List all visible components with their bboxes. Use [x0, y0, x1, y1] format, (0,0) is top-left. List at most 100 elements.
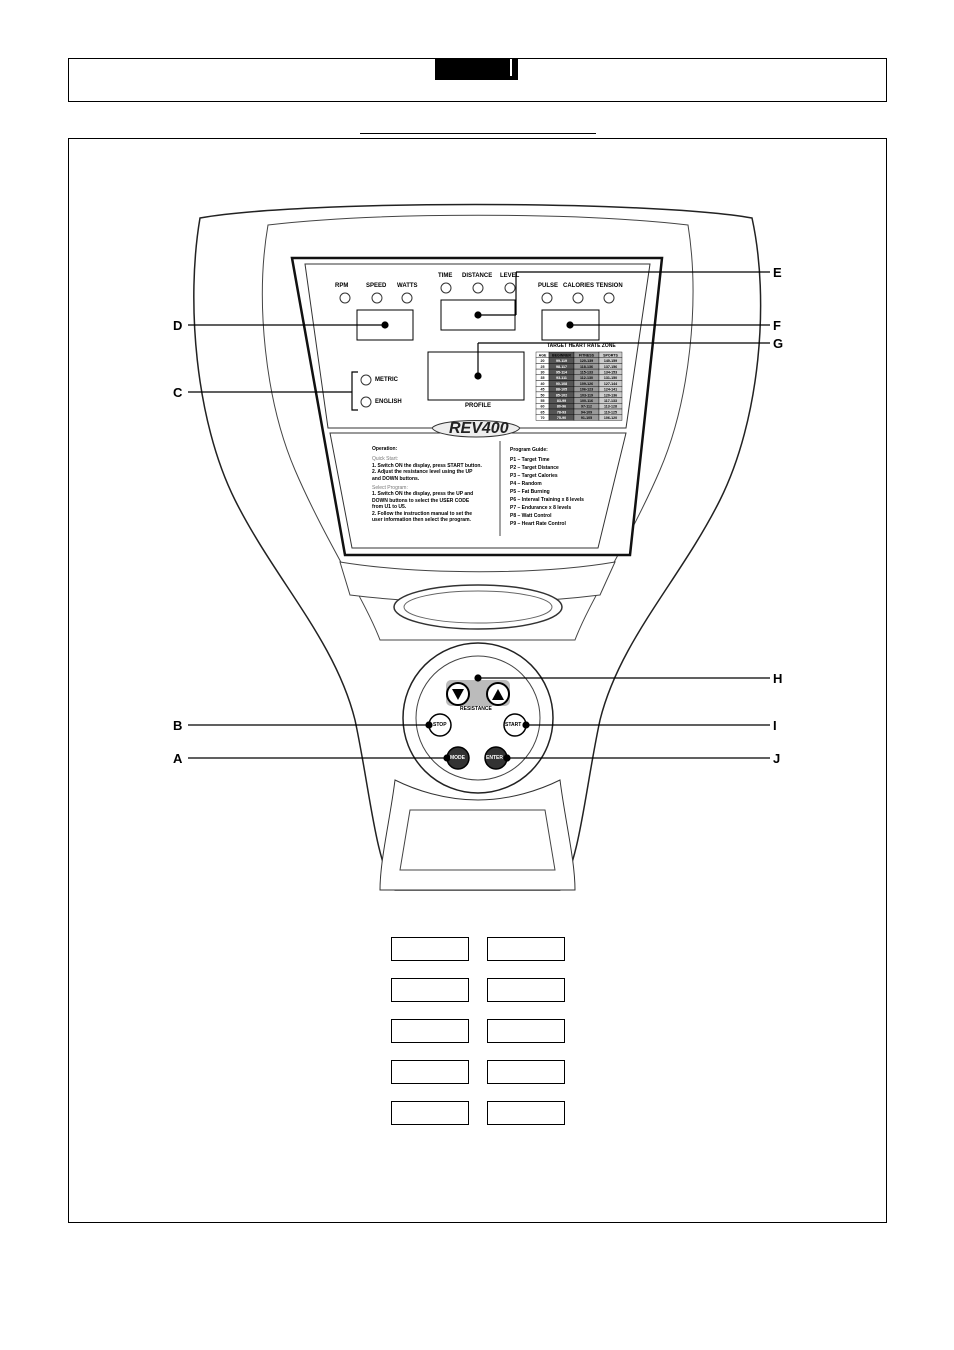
- blank-box-4: [487, 978, 565, 1002]
- heart-rate-cell-text: 20: [541, 359, 545, 363]
- brand-badge: [431, 420, 521, 438]
- program-item: P1 – Target Time: [510, 457, 550, 463]
- heart-rate-cell: [598, 414, 623, 421]
- blank-box-5: [391, 1019, 469, 1043]
- stop-button[interactable]: STOP: [433, 722, 447, 728]
- title-underline: [360, 133, 596, 134]
- heart-rate-cell-text: 124-141: [604, 388, 617, 392]
- select-program-heading: Select Program:: [372, 485, 408, 492]
- heart-rate-cell-text: 40: [541, 382, 545, 386]
- program-guide: Program Guide: P1 – Target Time P2 – Tar…: [510, 446, 610, 528]
- heart-rate-cell-text: SPORTS: [603, 353, 618, 357]
- heart-rate-cell-text: 140-159: [604, 359, 617, 363]
- select-program-line: user information then select the program…: [372, 517, 471, 524]
- heart-rate-cell-text: 112-130: [580, 376, 593, 380]
- program-item: P6 – Interval Training x 8 levels: [510, 497, 584, 503]
- callout-h: H: [773, 671, 783, 686]
- heart-rate-cell-text: 50: [541, 393, 545, 397]
- callout-c: C: [173, 385, 183, 400]
- callout-e: E: [773, 265, 782, 280]
- label-metric: METRIC: [375, 377, 398, 383]
- label-english: ENGLISH: [375, 399, 402, 405]
- heart-rate-cell-text: 60: [541, 405, 545, 409]
- header-black-tab: [435, 59, 518, 80]
- heart-rate-cell-text: 106-120: [604, 416, 617, 420]
- callout-b: B: [173, 718, 183, 733]
- operation-title: Operation:: [372, 446, 398, 452]
- heart-rate-cell-text: FITNESS: [579, 353, 595, 357]
- heart-rate-cell-text: 65: [541, 410, 545, 414]
- heart-rate-cell-text: 117-133: [604, 399, 617, 403]
- blank-box-7: [391, 1060, 469, 1084]
- callout-d: D: [173, 318, 183, 333]
- enter-button[interactable]: ENTER: [486, 755, 503, 761]
- program-item: P5 – Fat Burning: [510, 489, 550, 495]
- callout-j: J: [773, 751, 781, 766]
- select-program-line: from U1 to U5.: [372, 504, 407, 511]
- heart-rate-cell-text: 88-105: [556, 388, 567, 392]
- label-time: TIME: [438, 273, 453, 279]
- blank-box-10: [487, 1101, 565, 1125]
- heart-rate-cell-text: 90-108: [556, 382, 567, 386]
- operation-text: Operation: Quick Start: 1. Switch ON the…: [372, 446, 497, 523]
- heart-rate-cell-text: 137-156: [604, 365, 617, 369]
- heart-rate-cell-text: 109-126: [580, 382, 593, 386]
- heart-rate-cell-text: 110-125: [604, 410, 617, 414]
- quick-start-line: 1. Switch ON the display, press START bu…: [372, 462, 482, 469]
- blank-box-8: [487, 1060, 565, 1084]
- heart-rate-cell-text: 120-136: [604, 393, 617, 397]
- heart-rate-cell-text: AGE: [539, 353, 547, 357]
- program-item: P8 – Watt Control: [510, 513, 552, 519]
- heart-rate-cell-text: 70: [541, 416, 545, 420]
- blank-box-6: [487, 1019, 565, 1043]
- heart-rate-cell-text: 100-116: [580, 399, 593, 403]
- label-rpm: RPM: [335, 283, 349, 289]
- program-item: P9 – Heart Rate Control: [510, 521, 566, 527]
- up-arrow-icon: [492, 689, 504, 700]
- select-program-line: 2. Follow the instruction manual to set …: [372, 510, 473, 517]
- heart-rate-cell-text: 131-150: [604, 376, 617, 380]
- mode-button[interactable]: MODE: [450, 755, 465, 761]
- select-program-line: 1. Switch ON the display, press the UP a…: [372, 491, 474, 498]
- down-arrow-icon: [452, 689, 464, 700]
- program-item: P3 – Target Calories: [510, 473, 558, 479]
- heart-rate-cell-text: 78-93: [557, 410, 566, 414]
- heart-rate-cell-text: 85-102: [556, 393, 567, 397]
- heart-rate-cell-text: 98-117: [556, 365, 567, 369]
- label-level: LEVEL: [500, 273, 520, 279]
- callout-f: F: [773, 318, 781, 333]
- heart-rate-cell-text: 115-133: [580, 371, 593, 375]
- label-profile: PROFILE: [465, 403, 492, 409]
- heart-rate-cell-text: 106-123: [580, 388, 593, 392]
- heart-rate-cell-text: BEGINNER: [552, 353, 571, 357]
- heart-rate-cell-text: 95-114: [556, 371, 567, 375]
- start-button[interactable]: START: [505, 722, 522, 728]
- quick-start-heading: Quick Start:: [372, 456, 399, 463]
- program-item: P2 – Target Distance: [510, 465, 559, 471]
- heart-rate-cell-text: 91-105: [581, 416, 592, 420]
- label-tension: TENSION: [596, 283, 623, 289]
- callout-a: A: [173, 751, 183, 766]
- label-watts: WATTS: [397, 283, 418, 289]
- resistance-label: RESISTANCE: [460, 706, 492, 712]
- callout-i: I: [773, 718, 777, 733]
- blank-box-3: [391, 978, 469, 1002]
- label-calories: CALORIES: [563, 283, 595, 289]
- select-program-line: DOWN buttons to select the USER CODE: [372, 497, 470, 504]
- heart-rate-table-title: TARGET HEART RATE ZONE: [547, 343, 616, 349]
- heart-rate-cell-text: 103-119: [580, 393, 593, 397]
- heart-rate-cell-text: 118-136: [580, 365, 593, 369]
- heart-rate-cell-text: 55: [541, 399, 545, 403]
- blank-box-2: [487, 937, 565, 961]
- heart-rate-cell-text: 25: [541, 365, 545, 369]
- heart-rate-cell-text: 97-112: [581, 405, 592, 409]
- heart-rate-cell-text: 134-153: [604, 371, 617, 375]
- label-pulse: PULSE: [538, 283, 559, 289]
- program-guide-title: Program Guide:: [510, 447, 548, 453]
- figure-frame: [68, 138, 887, 1223]
- quick-start-line: and DOWN buttons.: [372, 475, 420, 482]
- heart-rate-cell-text: 94-109: [581, 410, 592, 414]
- heart-rate-cell-text: 45: [541, 388, 545, 392]
